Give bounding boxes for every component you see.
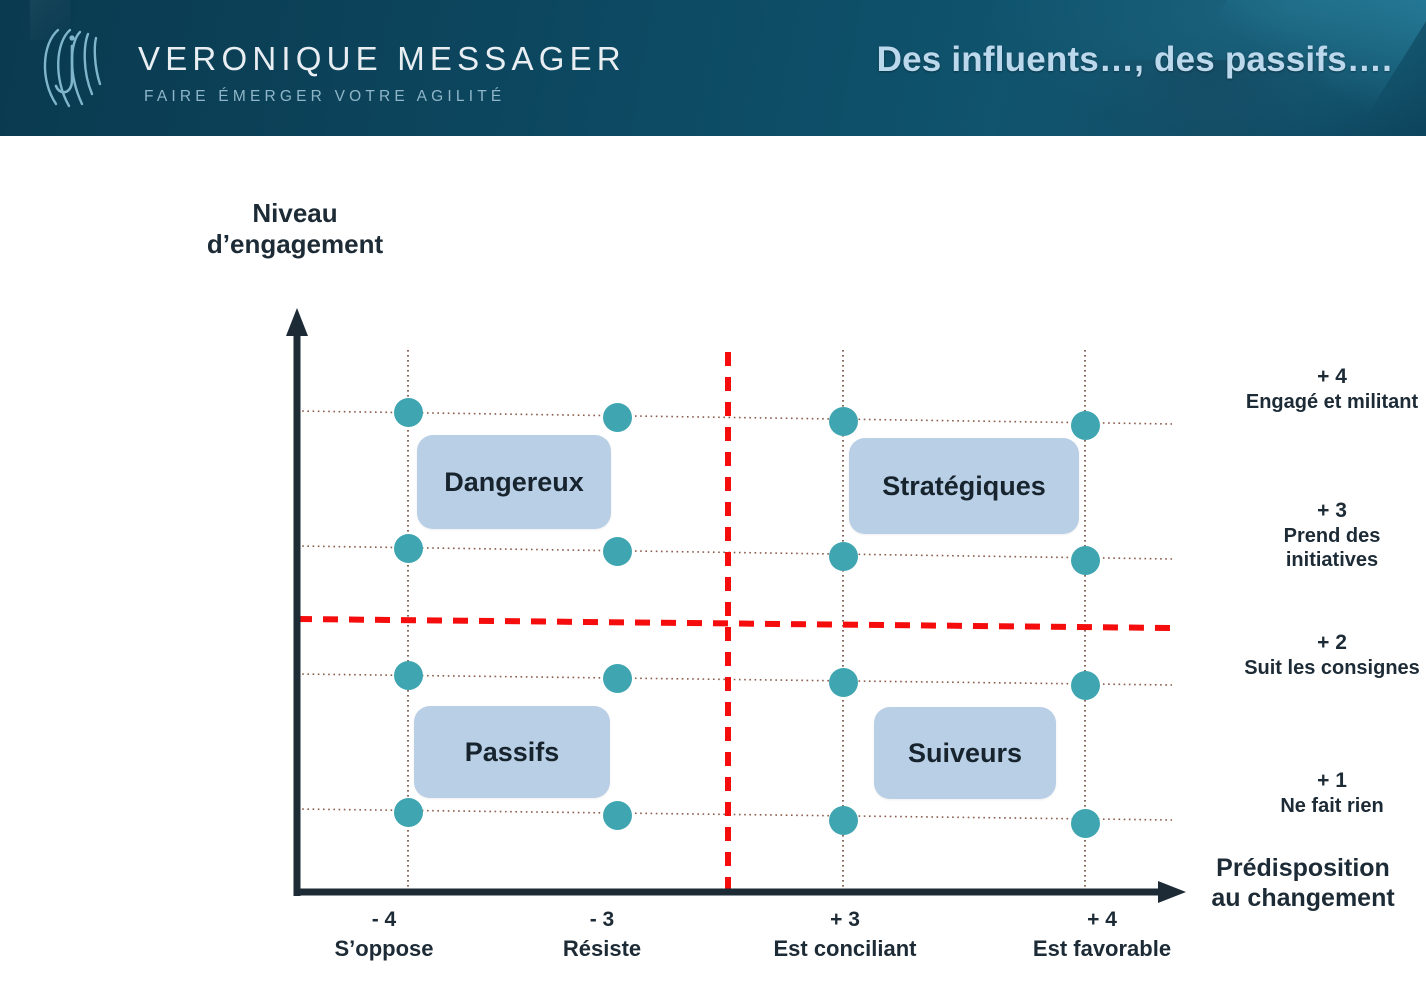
x-axis-title: Prédisposition au changement bbox=[1178, 854, 1426, 913]
data-point[interactable] bbox=[1070, 808, 1100, 838]
y-tick-label: Prend des initiatives bbox=[1283, 524, 1381, 571]
data-point[interactable] bbox=[828, 805, 858, 835]
quadrant-passifs: Passifs bbox=[414, 706, 610, 798]
data-point[interactable] bbox=[828, 667, 858, 697]
header-accent-shape bbox=[1080, 60, 1340, 136]
x-axis-title-line2: au changement bbox=[1211, 883, 1395, 912]
y-axis-title-line2: d’engagement bbox=[206, 228, 384, 259]
y-tick-value: + 2 bbox=[1317, 631, 1347, 654]
data-point[interactable] bbox=[602, 663, 632, 693]
y-tick-value: + 3 bbox=[1317, 499, 1347, 522]
page-title: Des influents…, des passifs…. bbox=[876, 40, 1392, 79]
data-point[interactable] bbox=[393, 397, 423, 427]
data-point[interactable] bbox=[602, 402, 632, 432]
x-tick-label: Est conciliant bbox=[773, 936, 917, 962]
arcs-logo-icon bbox=[36, 24, 128, 112]
x-axis bbox=[294, 881, 1186, 903]
x-tick-minus4: - 4 S’oppose bbox=[269, 906, 499, 964]
y-tick-label: Ne fait rien bbox=[1280, 794, 1384, 817]
brand-name: VERONIQUE MESSAGER bbox=[138, 40, 626, 77]
x-tick-value: - 3 bbox=[589, 908, 615, 931]
x-tick-label: Est favorable bbox=[1032, 936, 1172, 962]
x-axis-title-line1: Prédisposition bbox=[1216, 854, 1390, 882]
y-tick-value: + 4 bbox=[1317, 365, 1347, 388]
x-tick-value: + 4 bbox=[1087, 908, 1117, 931]
y-axis-title-line1: Niveau bbox=[252, 198, 338, 228]
y-axis-title: Niveau d’engagement bbox=[160, 198, 430, 259]
chart-area: Niveau d’engagement Prédisposition au ch… bbox=[0, 136, 1426, 986]
x-tick-plus4: + 4 Est favorable bbox=[987, 906, 1217, 964]
divider-lines bbox=[296, 352, 1173, 896]
data-point[interactable] bbox=[393, 797, 423, 827]
data-point[interactable] bbox=[828, 541, 858, 571]
quadrant-dangereux: Dangereux bbox=[417, 435, 611, 529]
data-point[interactable] bbox=[1070, 670, 1100, 700]
x-tick-value: - 4 bbox=[371, 908, 397, 931]
x-tick-label: S’oppose bbox=[334, 936, 434, 962]
data-point[interactable] bbox=[393, 660, 423, 690]
y-tick-plus2: + 2 Suit les consignes bbox=[1238, 630, 1426, 680]
x-tick-value: + 3 bbox=[830, 908, 860, 931]
y-tick-label: Suit les consignes bbox=[1244, 656, 1420, 679]
y-tick-label: Engagé et militant bbox=[1245, 390, 1419, 413]
y-tick-value: + 1 bbox=[1317, 769, 1347, 792]
brand-tagline: FAIRE ÉMERGER VOTRE AGILITÉ bbox=[144, 88, 506, 105]
data-point[interactable] bbox=[1070, 545, 1100, 575]
data-point[interactable] bbox=[828, 406, 858, 436]
y-axis bbox=[286, 308, 308, 896]
x-tick-plus3: + 3 Est conciliant bbox=[730, 906, 960, 964]
brand-block: VERONIQUE MESSAGER FAIRE ÉMERGER VOTRE A… bbox=[138, 42, 626, 105]
y-tick-plus3: + 3 Prend des initiatives bbox=[1238, 498, 1426, 572]
data-point[interactable] bbox=[602, 800, 632, 830]
slide-header: VERONIQUE MESSAGER FAIRE ÉMERGER VOTRE A… bbox=[0, 0, 1426, 136]
y-tick-plus1: + 1 Ne fait rien bbox=[1238, 768, 1426, 818]
quadrant-strategiques: Stratégiques bbox=[849, 438, 1079, 534]
data-point[interactable] bbox=[393, 533, 423, 563]
header-accent-shape bbox=[30, 0, 70, 40]
gridlines-horizontal bbox=[296, 410, 1173, 821]
y-tick-plus4: + 4 Engagé et militant bbox=[1238, 364, 1426, 414]
chart-svg bbox=[286, 308, 1186, 903]
data-point[interactable] bbox=[1070, 410, 1100, 440]
x-tick-minus3: - 3 Résiste bbox=[487, 906, 717, 964]
quadrant-suiveurs: Suiveurs bbox=[874, 707, 1056, 799]
data-point[interactable] bbox=[602, 536, 632, 566]
x-tick-label: Résiste bbox=[562, 936, 642, 962]
